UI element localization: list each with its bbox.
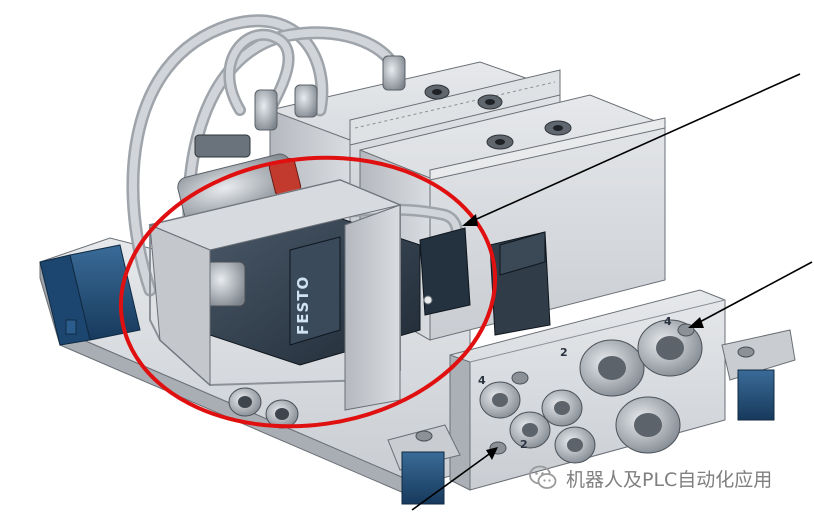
solenoid-coil-connector: [419, 227, 551, 336]
wechat-bubble-icon: [529, 465, 557, 489]
port-label: 2: [520, 438, 528, 451]
valve-guard-frame: [148, 178, 402, 411]
port-label: 2: [560, 346, 568, 359]
fitting-small: [509, 411, 551, 449]
callout-arrow: [462, 73, 801, 226]
screw-head: [477, 94, 503, 110]
fitting-small: [554, 426, 596, 464]
callout-arrow: [688, 261, 813, 328]
port-label: 4: [664, 315, 672, 328]
tube-fitting: [254, 55, 406, 131]
fitting-small: [541, 389, 583, 427]
screw-head: [486, 134, 514, 150]
fitting-large: [615, 396, 681, 454]
front-mounting-bracket: [387, 424, 461, 505]
port-label: 4: [478, 374, 486, 387]
watermark-text: 机器人及PLC自动化应用: [566, 468, 773, 491]
highlight-circle: [118, 155, 498, 429]
silencer: [228, 387, 299, 429]
fitting-large: [579, 339, 645, 397]
screw-head: [544, 120, 572, 136]
fitting-small: [479, 381, 521, 419]
right-mounting-bracket: [721, 329, 796, 421]
festo-brand-text: FESTO: [294, 276, 312, 335]
screw-head: [424, 84, 450, 100]
watermark: 机器人及PLC自动化应用: [528, 458, 772, 498]
port-hole: [489, 323, 695, 455]
callout-arrow: [411, 447, 498, 511]
